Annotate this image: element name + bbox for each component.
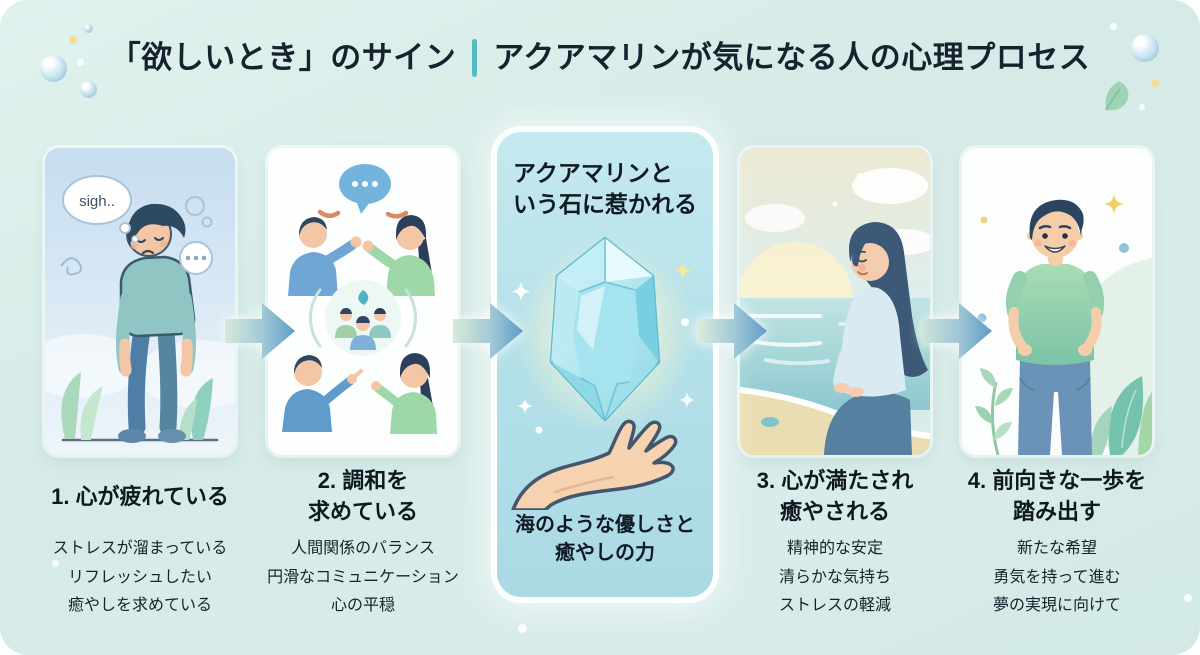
sparkle-dot-icon: [1139, 104, 1145, 110]
step-4-heading-line2: 踏み出す: [1012, 499, 1101, 524]
woman-by-sea-illustration: [740, 148, 930, 455]
cloud-icon: [852, 168, 928, 204]
step-2-line: 人間関係のバランス: [291, 540, 435, 557]
people-communicating-illustration: [268, 148, 458, 455]
center-aquamarine-panel: アクアマリンと いう石に惹かれる: [497, 132, 713, 597]
sparkle-icon: [511, 282, 531, 301]
sparkle-icon: [679, 392, 695, 408]
flow-arrow-icon: [922, 300, 994, 362]
flow-arrow-icon: [225, 300, 297, 362]
title-left: 「欲しいとき」のサイン: [109, 40, 457, 75]
plant-leaf-icon: [61, 372, 81, 439]
flow-arrow-icon: [697, 300, 769, 362]
gem-over-hand-illustration: [511, 236, 695, 510]
flow-arrow-icon: [453, 300, 525, 362]
step-3-illustration-panel: [740, 148, 930, 455]
sparkle-dot-icon: [1184, 594, 1192, 602]
step-3-text: 3. 心が満たされ 癒やされる 精神的な安定 清らかな気持ち ストレスの軽減: [723, 464, 947, 621]
step-4-illustration-panel: [962, 148, 1152, 455]
center-caption-line1: 海のような優しさと: [515, 514, 695, 536]
center-panel-caption: 海のような優しさと 癒やしの力: [497, 511, 713, 567]
plant-leaf-icon: [994, 422, 1012, 440]
step-3-heading: 3. 心が満たされ 癒やされる: [723, 464, 947, 528]
step-4-line: 夢の実現に向けて: [992, 597, 1121, 614]
confident-man-illustration: [962, 148, 1152, 455]
sparkle-dot-icon: [69, 36, 77, 44]
step-3-heading-line1: 3. 心が満たされ: [756, 468, 914, 493]
sparkle-icon: [517, 398, 533, 414]
step-1-line: ストレスが溜まっている: [52, 540, 228, 557]
page-title: 「欲しいとき」のサイン アクアマリンが気になる人の心理プロセス: [0, 36, 1200, 80]
thought-squiggle-icon: [60, 257, 83, 276]
step-1-line: 癒やしを求めている: [67, 597, 212, 614]
step-4-line: 勇気を持って進む: [993, 568, 1121, 586]
plant-leaf-icon: [191, 378, 213, 440]
sparkle-dot-icon: [1151, 79, 1159, 87]
shell-icon: [761, 417, 779, 427]
step-1-heading-line1: 1. 心が疲れている: [51, 483, 229, 509]
plant-leaf-icon: [80, 386, 103, 440]
bubble-decor-icon: [1131, 34, 1159, 62]
step-4-description: 新たな希望 勇気を持って進む 夢の実現に向けて: [945, 535, 1169, 621]
step-1-line: リフレッシュしたい: [67, 568, 212, 586]
center-heading-line1: アクアマリンと: [513, 160, 673, 186]
ellipsis-speech-bubble: [179, 241, 213, 275]
cloud-icon: [745, 204, 805, 232]
sparkle-dot-icon: [518, 624, 527, 633]
bubble-decor-icon: [40, 55, 67, 82]
step-1-description: ストレスが溜まっている リフレッシュしたい 癒やしを求めている: [28, 535, 252, 621]
sparkle-dot-icon: [52, 560, 59, 567]
aquamarine-gem-icon: [549, 236, 661, 422]
step-1-text: 1. 心が疲れている ストレスが溜まっている リフレッシュしたい 癒やしを求めて…: [28, 464, 252, 621]
step-4-heading-line1: 4. 前向きな一歩を: [967, 468, 1147, 493]
step-3-heading-line2: 癒やされる: [779, 499, 890, 524]
step-4-text: 4. 前向きな一歩を 踏み出す 新たな希望 勇気を持って進む 夢の実現に向けて: [945, 464, 1169, 621]
step-4-heading: 4. 前向きな一歩を 踏み出す: [945, 464, 1169, 528]
step-3-line: ストレスの軽減: [778, 597, 891, 614]
title-right: アクアマリンが気になる人の心理プロセス: [493, 40, 1091, 75]
step-2-line: 円滑なコミュニケーション: [267, 568, 459, 586]
plant-leaf-icon: [1090, 406, 1112, 455]
tired-man-illustration: sigh..: [45, 148, 235, 455]
open-hand-icon: [511, 419, 678, 510]
plant-leaf-icon: [995, 388, 1013, 406]
plant-leaf-icon: [1138, 392, 1152, 455]
title-divider: [472, 39, 478, 77]
sigh-speech-bubble: sigh..: [62, 175, 139, 243]
step-2-heading: 2. 調和を 求めている: [251, 464, 475, 528]
plant-leaf-icon: [1108, 376, 1144, 455]
center-caption-line2: 癒やしの力: [555, 542, 655, 564]
plant-leaf-icon: [980, 368, 996, 388]
step-2-text: 2. 調和を 求めている 人間関係のバランス 円滑なコミュニケーション 心の平穏: [251, 464, 475, 621]
sparkle-dot-icon: [77, 59, 84, 66]
sigh-text: sigh..: [79, 193, 115, 210]
step-3-description: 精神的な安定 清らかな気持ち ストレスの軽減: [723, 535, 947, 621]
droplet-icon: [358, 290, 369, 305]
group-harmony-emblem: [309, 280, 417, 356]
step-2-heading-line2: 求めている: [307, 499, 418, 524]
leaf-icon: [1105, 81, 1129, 111]
plant-leaf-icon: [179, 398, 197, 440]
bubble-decor-icon: [80, 81, 97, 98]
chat-bubble-icon: [339, 164, 391, 214]
sparkle-icon: [1104, 194, 1124, 214]
step-1-heading: 1. 心が疲れている: [28, 464, 252, 528]
plant-leaf-icon: [975, 406, 993, 424]
bubble-decor-icon: [84, 24, 93, 33]
step-1-illustration-panel: sigh..: [45, 148, 235, 455]
step-4-line: 新たな希望: [1016, 540, 1097, 557]
step-2-illustration-panel: [268, 148, 458, 455]
step-2-description: 人間関係のバランス 円滑なコミュニケーション 心の平穏: [251, 535, 475, 621]
step-2-line: 心の平穏: [330, 597, 395, 614]
sparkle-icon: [674, 262, 692, 280]
step-3-line: 清らかな気持ち: [778, 568, 891, 586]
step-2-heading-line1: 2. 調和を: [317, 468, 409, 493]
center-heading-line2: いう石に惹かれる: [513, 191, 697, 217]
sparkle-dot-icon: [1110, 23, 1117, 30]
step-3-line: 精神的な安定: [786, 540, 883, 557]
center-panel-heading: アクアマリンと いう石に惹かれる: [497, 132, 713, 220]
